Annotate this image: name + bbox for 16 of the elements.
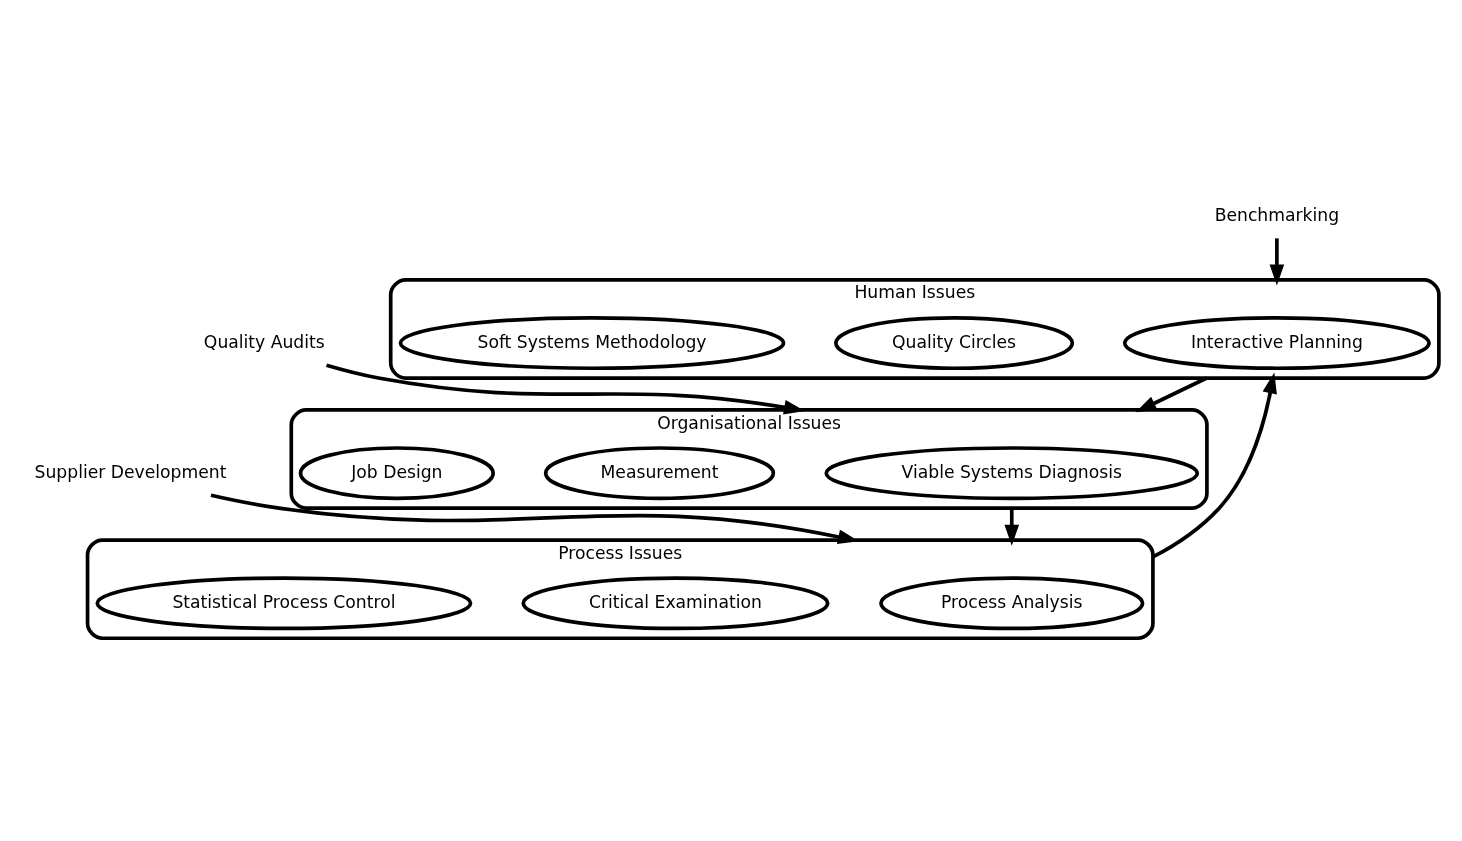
node-ellipse: Process Analysis — [879, 575, 1145, 630]
node-ellipse: Interactive Planning — [1122, 315, 1431, 370]
node-ellipse: Soft Systems Methodology — [398, 315, 786, 370]
node-text: Supplier Development — [34, 461, 227, 482]
arrow — [1269, 237, 1285, 285]
node-ellipse: Viable Systems Diagnosis — [824, 445, 1200, 500]
node-ellipse: Measurement — [543, 445, 776, 500]
arrow — [326, 363, 805, 414]
arrow — [1152, 372, 1277, 559]
node-ellipse: Statistical Process Control — [95, 575, 473, 630]
node-text: Quality Audits — [203, 331, 325, 352]
node-text: Benchmarking — [1214, 204, 1340, 225]
arrow — [1004, 507, 1020, 546]
node-ellipse: Quality Circles — [834, 315, 1075, 370]
node-ellipse: Job Design — [298, 445, 495, 500]
node-ellipse: Critical Examination — [521, 575, 830, 630]
